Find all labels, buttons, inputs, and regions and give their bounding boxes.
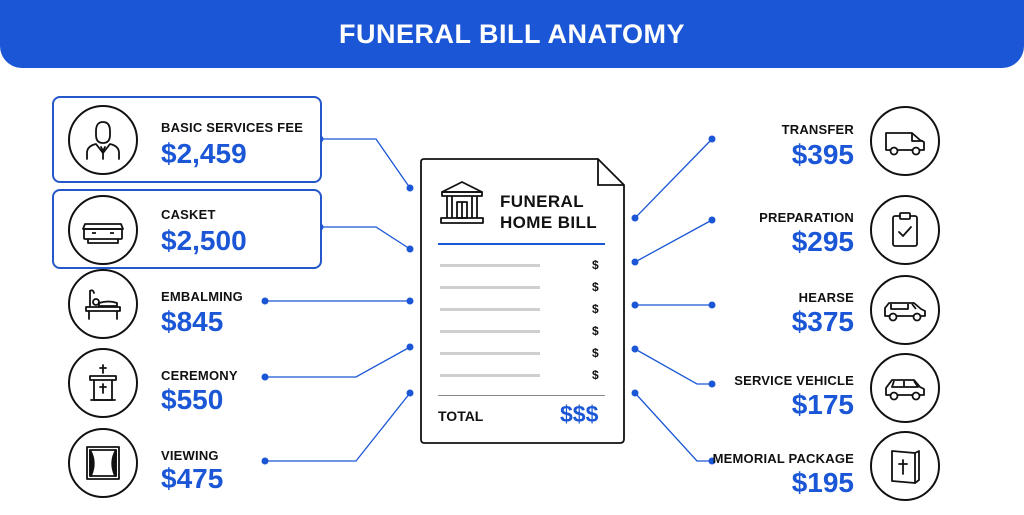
item-price: $2,500 [161,225,247,256]
van-icon [870,106,940,176]
item-label: TRANSFER [781,122,854,137]
item-label: MEMORIAL PACKAGE [712,451,854,466]
page-title: FUNERAL BILL ANATOMY [339,18,685,49]
embalming-table-icon [68,269,138,339]
cost-item-ceremony: CEREMONY $550 [52,347,262,418]
item-price: $195 [791,467,854,498]
bill-line-amount: $ [592,302,599,316]
podium-cross-icon [68,348,138,418]
cost-item-memorial-package: MEMORIAL PACKAGE $195 [713,431,942,501]
item-price: $295 [791,226,854,257]
item-label: VIEWING [161,448,219,463]
item-price: $2,459 [161,138,247,169]
bill-title: FUNERAL HOME BILL [500,191,615,233]
bill-total-rule [438,395,605,396]
cost-item-casket: CASKET $2,500 [52,189,322,269]
item-label: HEARSE [798,290,854,305]
item-price: $475 [161,463,224,494]
item-price: $395 [791,139,854,170]
memorial-book-icon [870,431,940,501]
bank-building-icon [438,178,486,226]
bill-line-placeholder [440,286,540,289]
cost-item-preparation: PREPARATION $295 [720,193,942,265]
window-curtains-icon [68,428,138,498]
item-price: $550 [161,384,224,415]
cost-item-hearse: HEARSE $375 [720,273,942,345]
item-label: CEREMONY [161,368,238,383]
item-label: SERVICE VEHICLE [734,373,854,388]
cost-item-viewing: VIEWING $475 [52,427,262,498]
item-label: CASKET [161,207,216,222]
hearse-icon [870,275,940,345]
bill-line-amount: $ [592,346,599,360]
funeral-home-bill: FUNERAL HOME BILL $ $ $ $ $ $ TOTAL $$$ [420,158,625,444]
item-price: $375 [791,306,854,337]
bill-divider [438,243,605,245]
bill-line-amount: $ [592,368,599,382]
header-banner: FUNERAL BILL ANATOMY [0,0,1024,68]
bill-line-amount: $ [592,324,599,338]
cost-item-transfer: TRANSFER $395 [720,104,942,176]
bill-line-placeholder [440,352,540,355]
item-price: $175 [791,389,854,420]
item-price: $845 [161,306,224,337]
bill-line-amount: $ [592,280,599,294]
bill-line-placeholder [440,330,540,333]
clipboard-check-icon [870,195,940,265]
cost-item-basic-services: BASIC SERVICES FEE $2,459 [52,96,322,183]
bill-title-line1: FUNERAL [500,192,585,211]
casket-icon [68,195,138,265]
cost-item-service-vehicle: SERVICE VEHICLE $175 [720,353,942,423]
bill-paper [420,158,625,444]
bill-title-line2: HOME BILL [500,213,598,232]
suv-icon [870,353,940,423]
bill-total-label: TOTAL [438,408,484,424]
item-label: PREPARATION [759,210,854,225]
man-in-suit-icon [68,105,138,175]
bill-total-value: $$$ [560,401,599,427]
bill-line-placeholder [440,264,540,267]
bill-line-placeholder [440,374,540,377]
bill-line-amount: $ [592,258,599,272]
item-label: BASIC SERVICES FEE [161,120,304,135]
cost-item-embalming: EMBALMING $845 [52,268,262,339]
item-label: EMBALMING [161,289,243,304]
bill-line-placeholder [440,308,540,311]
